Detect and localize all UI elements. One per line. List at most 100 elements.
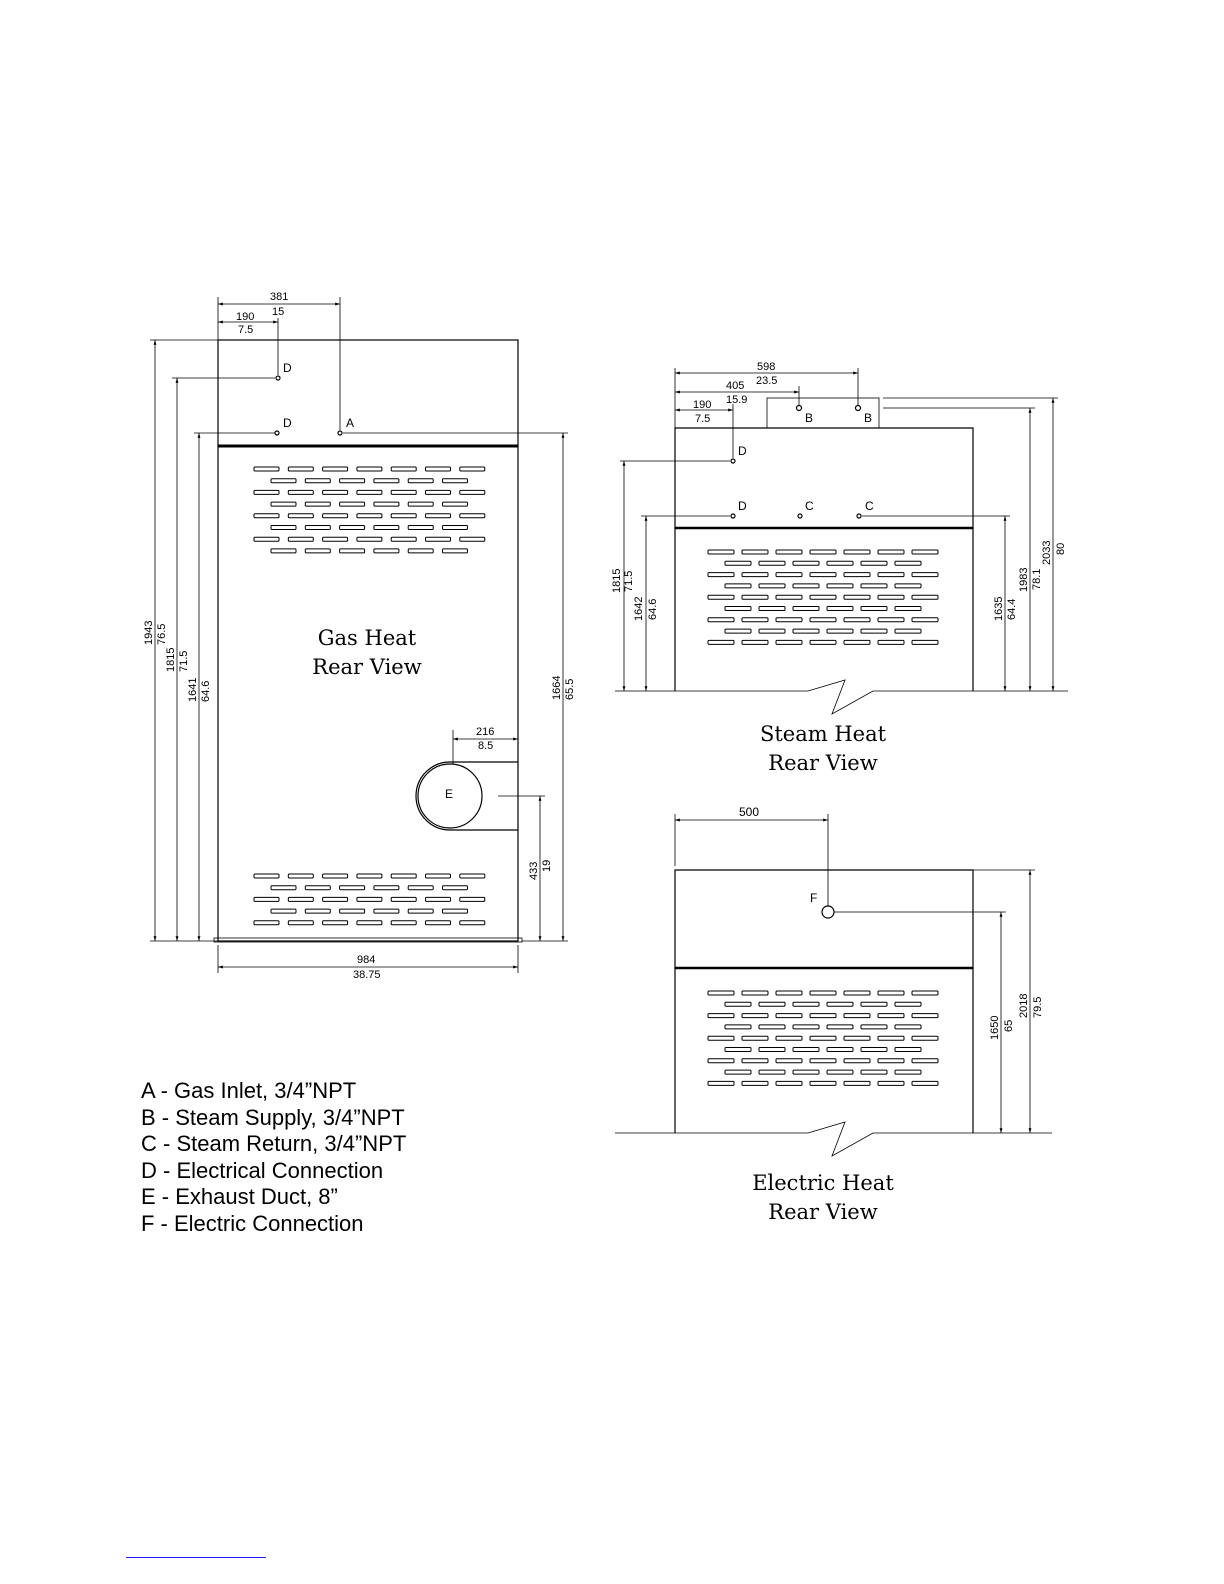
louver-slot xyxy=(860,560,888,566)
louver-slot xyxy=(707,1013,735,1019)
steam-view-title-line1: Steam Heat xyxy=(760,722,887,746)
louver-slot xyxy=(253,466,280,472)
louver-slot xyxy=(826,606,854,611)
louver-slot xyxy=(826,1069,854,1075)
dim-78-1: 78.1 xyxy=(1031,569,1043,590)
steam-view-title-line2: Rear View xyxy=(768,751,877,775)
point-label-d-lower: D xyxy=(283,416,292,430)
louver-slot xyxy=(339,548,366,554)
steam-pipe-box xyxy=(766,397,880,429)
legend-item-a: A - Gas Inlet, 3/4”NPT xyxy=(141,1078,357,1103)
louver-slot xyxy=(287,513,314,519)
louver-slot xyxy=(356,513,383,519)
louver-slot xyxy=(911,639,939,645)
electric-louvers xyxy=(707,990,939,1086)
louver-slot xyxy=(442,501,468,507)
louver-slot xyxy=(373,548,400,554)
electric-cabinet-outline xyxy=(674,869,974,1133)
louver-slot xyxy=(253,513,280,519)
steam-heat-rear-view: D D C C B B 598 23.5 405 15.9 190 7.5 18… xyxy=(611,361,1068,775)
louver-slot xyxy=(724,583,752,589)
louver-slot xyxy=(442,478,468,484)
dim-2033: 2033 xyxy=(1041,541,1053,565)
steam-floor-break-line xyxy=(615,679,1068,715)
louver-slot xyxy=(425,513,451,519)
louver-slot xyxy=(253,896,280,902)
point-d-upper-steam xyxy=(730,458,736,464)
point-a-gas xyxy=(337,430,343,436)
louver-slot xyxy=(911,1058,939,1064)
dim-1943: 1943 xyxy=(143,621,155,645)
dim-1815-steam: 1815 xyxy=(611,569,623,593)
louver-slot xyxy=(390,896,417,902)
louver-slot xyxy=(253,489,280,495)
louver-slot xyxy=(877,1035,905,1041)
louver-slot xyxy=(253,873,280,879)
louver-slot xyxy=(373,478,400,484)
dim-80: 80 xyxy=(1055,543,1067,555)
louver-slot xyxy=(322,513,349,519)
dim-64-6: 64.6 xyxy=(200,681,212,702)
louver-slot xyxy=(724,628,752,634)
point-label-d-lower-steam: D xyxy=(738,499,747,513)
louver-slot xyxy=(304,548,331,554)
louver-slot xyxy=(707,1058,735,1064)
louver-slot xyxy=(911,990,939,996)
louver-slot xyxy=(792,1069,820,1075)
electric-heat-rear-view: F 500 1650 65 2018 79.5 Electric Heat Re… xyxy=(615,805,1052,1224)
louver-slot xyxy=(758,1001,786,1007)
louver-slot xyxy=(356,466,383,472)
louver-slot xyxy=(741,572,769,578)
louver-slot xyxy=(860,606,888,611)
point-c1-steam xyxy=(797,513,803,519)
dim-500: 500 xyxy=(739,805,759,819)
louver-slot xyxy=(911,617,939,623)
louver-slot xyxy=(843,617,871,623)
louver-slot xyxy=(809,990,837,996)
louver-slot xyxy=(407,478,434,484)
louver-slot xyxy=(894,560,922,566)
dim-190: 190 xyxy=(236,311,254,323)
louver-slot xyxy=(741,549,769,555)
louver-slot xyxy=(407,525,434,530)
louver-slot xyxy=(724,1024,752,1030)
louver-slot xyxy=(707,549,735,555)
louver-slot xyxy=(894,1001,922,1007)
louver-slot xyxy=(758,560,786,566)
gas-cabinet-outline xyxy=(217,339,519,942)
louver-slot xyxy=(741,990,769,996)
louver-slot xyxy=(792,583,820,589)
louver-slot xyxy=(407,908,434,914)
louver-slot xyxy=(741,594,769,600)
dim-1641: 1641 xyxy=(187,678,199,702)
louver-slot xyxy=(826,560,854,566)
louver-slot xyxy=(425,873,451,879)
legend-item-f: F - Electric Connection xyxy=(141,1210,364,1236)
dim-71-5-steam: 71.5 xyxy=(623,571,635,592)
louver-slot xyxy=(724,606,752,611)
louver-slot xyxy=(270,885,297,891)
louver-slot xyxy=(809,549,837,555)
louver-slot xyxy=(877,1058,905,1064)
louver-slot xyxy=(304,501,331,507)
footnote-rule xyxy=(126,1557,266,1558)
louver-slot xyxy=(775,1058,803,1064)
louver-slot xyxy=(860,1001,888,1007)
louver-slot xyxy=(724,1069,752,1075)
louver-slot xyxy=(758,628,786,634)
louver-slot xyxy=(407,885,434,891)
louver-slot xyxy=(860,1069,888,1075)
gas-base xyxy=(213,937,523,943)
louver-slot xyxy=(860,1024,888,1030)
dim-64-6-steam: 64.6 xyxy=(647,599,659,620)
louver-slot xyxy=(287,920,314,926)
louver-slot xyxy=(843,1080,871,1086)
louver-slot xyxy=(826,583,854,589)
point-c2-steam xyxy=(856,513,862,519)
dim-76-5: 76.5 xyxy=(156,624,168,645)
louver-slot xyxy=(758,1069,786,1075)
point-b2-steam xyxy=(854,404,862,412)
louver-slot xyxy=(775,1080,803,1086)
louver-slot xyxy=(304,885,331,891)
louver-slot xyxy=(792,1024,820,1030)
